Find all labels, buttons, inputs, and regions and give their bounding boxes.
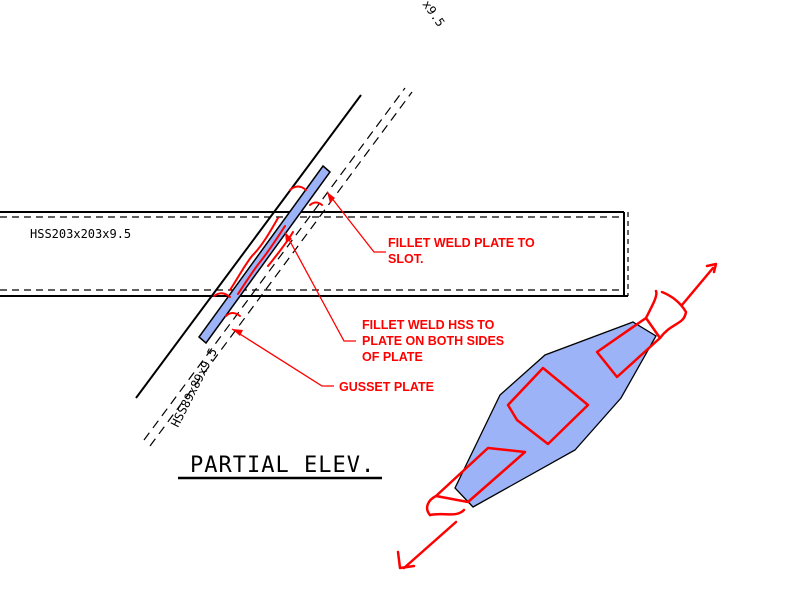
svg-text:FILLET WELD PLATE TO SLOT.: FILLET WELD PLATE TO SLOT. xyxy=(388,236,538,266)
hss-beam xyxy=(0,211,629,297)
callout-weld-plate-slot-1: FILLET WELD PLATE TO xyxy=(388,236,535,250)
callout-weld-hss-2: PLATE ON BOTH SIDES xyxy=(362,334,504,348)
callout-weld-hss-3: OF PLATE xyxy=(362,350,423,364)
svg-text:FILLET WELD HSS TO PLATE O: FILLET WELD HSS TO PLATE ON BOTH SIDES O… xyxy=(362,318,508,364)
hand-sketch xyxy=(396,262,718,570)
hss-brace xyxy=(135,87,413,447)
view-title: PARTIAL ELEV. xyxy=(190,453,375,478)
callout-weld-hss-1: FILLET WELD HSS TO xyxy=(362,318,495,332)
top-cut-label: x9.5 xyxy=(420,0,448,29)
brace-label: HSS89x89x9.5 xyxy=(168,346,220,430)
weld-markup xyxy=(213,185,323,317)
callout-gusset: GUSSET PLATE xyxy=(339,380,434,394)
callout-arrowheads xyxy=(232,192,335,336)
sketch-plate xyxy=(454,321,657,508)
callout-weld-plate-slot-2: SLOT. xyxy=(388,252,423,266)
beam-label: HSS203x203x9.5 xyxy=(30,227,131,241)
callout-leaders xyxy=(231,191,386,387)
